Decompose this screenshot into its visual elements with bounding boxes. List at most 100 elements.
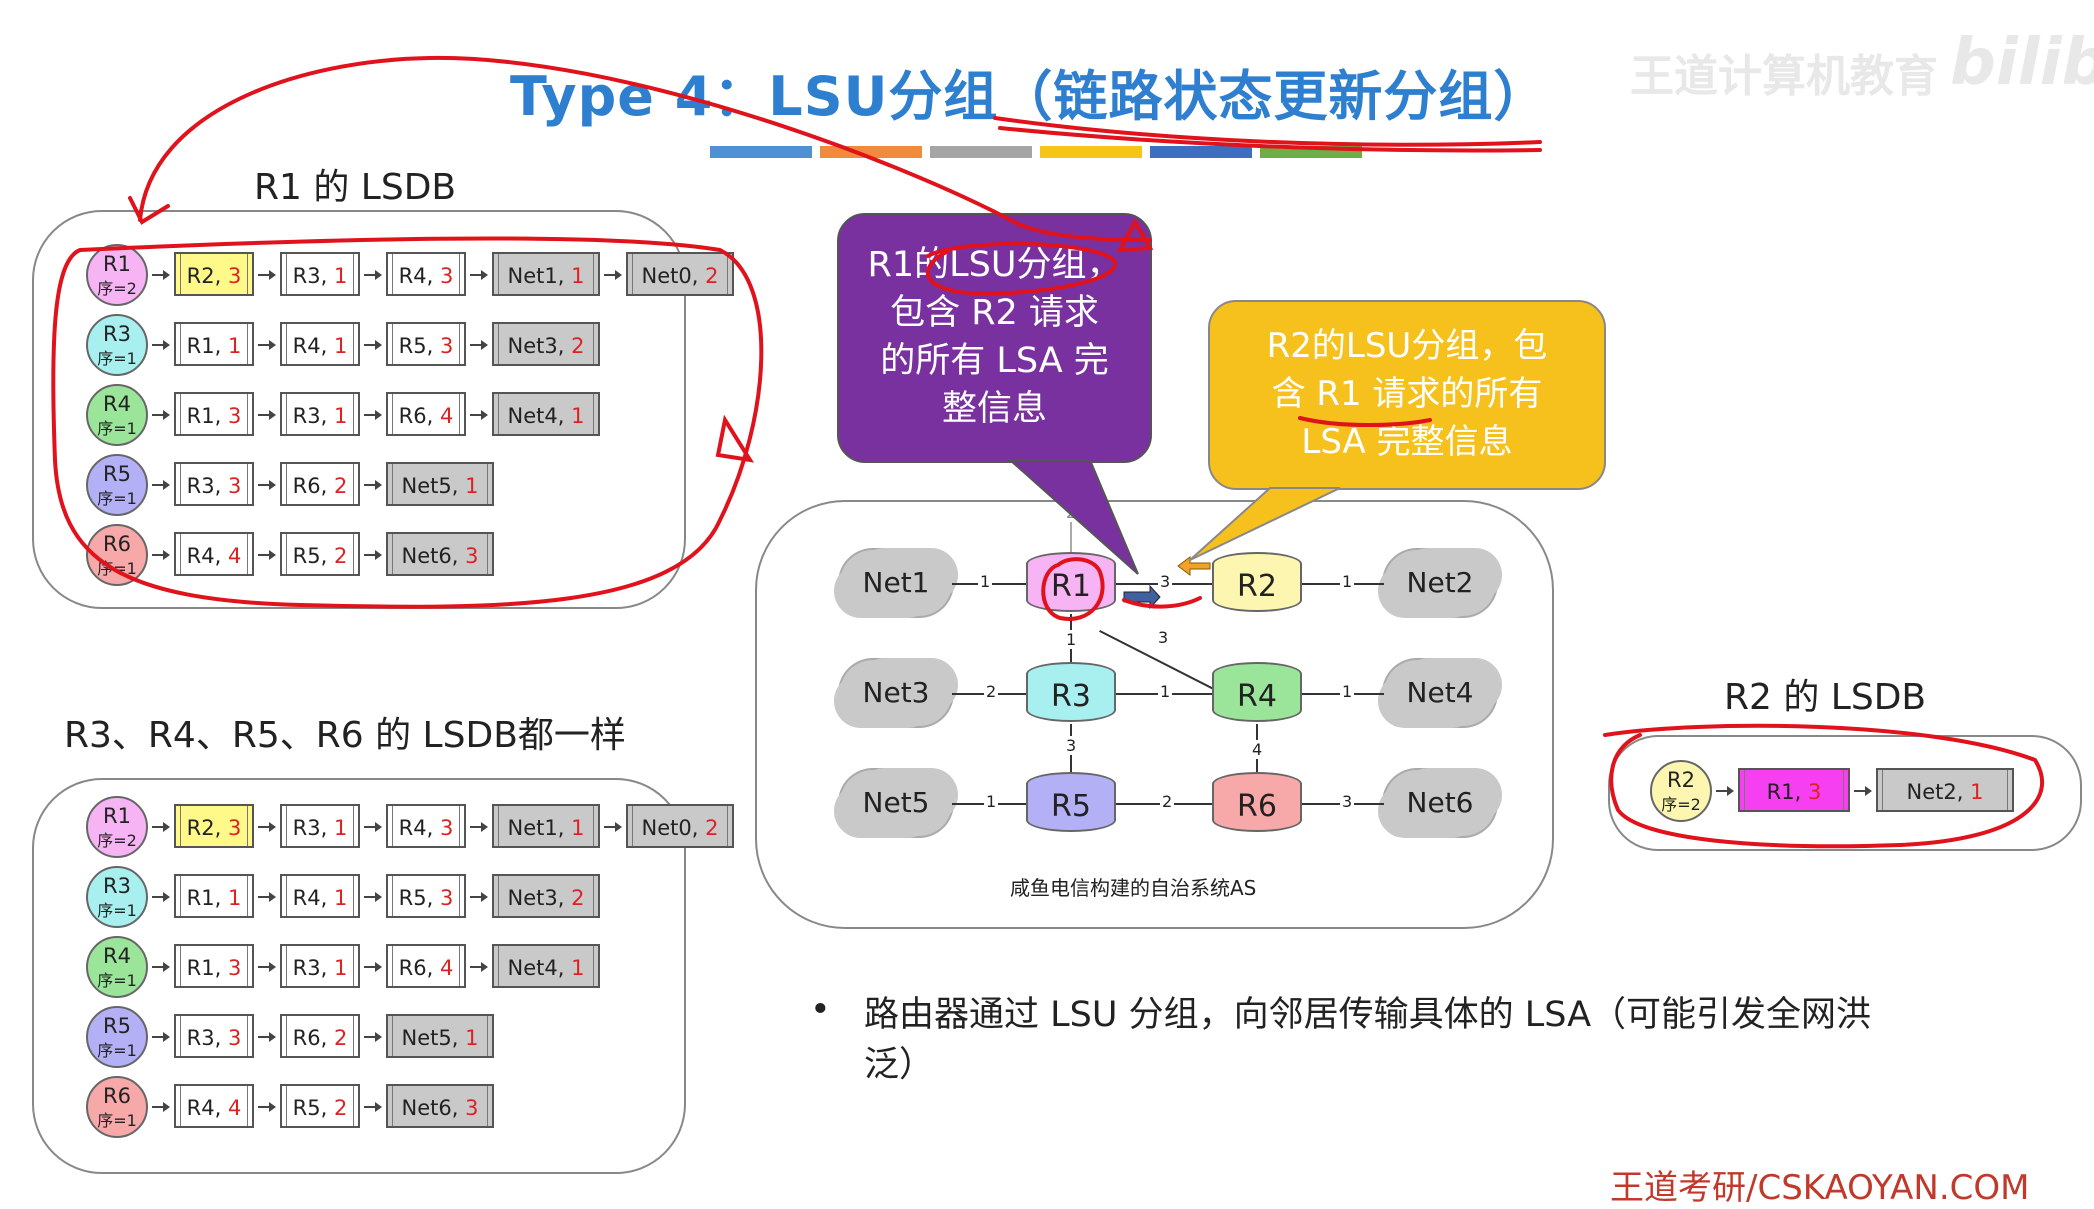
r2-lsu-callout: R2的LSU分组，包 含 R1 请求的所有 LSA 完整信息 xyxy=(1208,300,1606,490)
link-arrow-icon xyxy=(364,1032,382,1042)
lsa-neighbor: R2, xyxy=(186,816,228,840)
router-r4: R4 xyxy=(1212,662,1302,722)
cost-r5-r6: 2 xyxy=(1160,792,1175,811)
lsa-neighbor: R5, xyxy=(292,1096,334,1120)
router-r6: R6 xyxy=(1212,772,1302,832)
lsa-cost: 1 xyxy=(333,886,348,910)
lsa-entry: Net1, 1 xyxy=(492,804,600,848)
lsa-neighbor: R3, xyxy=(186,1026,228,1050)
lsa-neighbor: R3, xyxy=(292,956,334,980)
link-arrow-icon xyxy=(152,1032,170,1042)
sequence-number: 序=1 xyxy=(97,1111,137,1130)
purple-callout-pointer xyxy=(1007,459,1139,575)
cost-r4-net4: 1 xyxy=(1340,682,1355,701)
lsa-entry: R5, 2 xyxy=(280,1084,360,1128)
lsa-cost: 1 xyxy=(571,816,585,840)
cost-r1-r3: 1 xyxy=(1064,630,1079,649)
link-arrow-icon xyxy=(258,962,276,972)
router-r5: R5 xyxy=(1026,772,1116,832)
lsa-neighbor: R4, xyxy=(292,886,334,910)
lsa-neighbor: Net4, xyxy=(507,956,572,980)
link-arrow-icon xyxy=(470,892,488,902)
link-arrow-icon xyxy=(258,1102,276,1112)
lsa-neighbor: R6, xyxy=(292,1026,334,1050)
lsa-entry: R4, 3 xyxy=(386,804,466,848)
lsa-cost: 2 xyxy=(333,1096,348,1120)
lsa-entry: R6, 4 xyxy=(386,944,466,988)
sequence-number: 序=1 xyxy=(97,971,137,990)
router-name: R5 xyxy=(103,1014,131,1038)
lsa-entry: R4, 4 xyxy=(174,1084,254,1128)
net1-cloud: Net1 xyxy=(840,550,952,616)
callout-line: R2的LSU分组，包 xyxy=(1266,326,1548,366)
router-r2: R2 xyxy=(1212,552,1302,612)
link-arrow-icon xyxy=(364,1102,382,1112)
lsa-entry: Net5, 1 xyxy=(386,1014,494,1058)
lsa-entry: R3, 1 xyxy=(280,804,360,848)
lsa-entry: R1, 1 xyxy=(174,874,254,918)
link-arrow-icon xyxy=(470,962,488,972)
lsa-entry: R2, 3 xyxy=(174,804,254,848)
callout-line: 包含 R2 请求 xyxy=(890,293,1099,333)
cost-r6-net6: 3 xyxy=(1340,792,1355,811)
lsa-neighbor: Net6, xyxy=(401,1096,466,1120)
link-arrow-icon xyxy=(258,892,276,902)
net3-cloud: Net3 xyxy=(840,660,952,726)
router-name: R4 xyxy=(103,944,131,968)
bullet-dot-icon: • xyxy=(810,990,831,1030)
cost-net5-r5: 1 xyxy=(984,792,999,811)
others-lsdb-title: R3、R4、R5、R6 的 LSDB都一样 xyxy=(64,715,626,756)
cost-net3-r3: 2 xyxy=(984,682,999,701)
lsa-cost: 3 xyxy=(439,886,454,910)
callout-line: 的所有 LSA 完 xyxy=(880,341,1109,381)
lsa-cost: 4 xyxy=(439,956,454,980)
lsa-cost: 1 xyxy=(465,1026,479,1050)
link-arrow-icon xyxy=(152,892,170,902)
link-arrow-icon xyxy=(152,822,170,832)
lsa-neighbor: Net3, xyxy=(507,886,572,910)
link-arrow-icon xyxy=(152,962,170,972)
lsa-cost: 1 xyxy=(333,816,348,840)
link-r1-net0 xyxy=(1070,500,1072,552)
lsa-cost: 1 xyxy=(333,956,348,980)
cost-r4-r6: 4 xyxy=(1250,740,1265,759)
lsa-cost: 3 xyxy=(227,956,242,980)
lsa-entry: Net3, 2 xyxy=(492,874,600,918)
lsa-neighbor: R5, xyxy=(398,886,440,910)
link-arrow-icon xyxy=(152,1102,170,1112)
footer-brand: 王道考研/CSKAOYAN.COM xyxy=(1610,1168,2030,1208)
net6-cloud: Net6 xyxy=(1384,770,1496,836)
watermark-text: 王道计算机教育 xyxy=(1630,51,1938,102)
link-arrow-icon xyxy=(604,822,622,832)
lsa-cost: 2 xyxy=(705,816,719,840)
sequence-number: 序=2 xyxy=(97,831,137,850)
net4-cloud: Net4 xyxy=(1384,660,1496,726)
callout-line: LSA 完整信息 xyxy=(1301,422,1513,462)
router-name: R3 xyxy=(103,874,131,898)
sequence-number: 序=1 xyxy=(97,901,137,920)
lsa-cost: 4 xyxy=(227,1096,242,1120)
lsa-neighbor: Net1, xyxy=(507,816,572,840)
lsa-neighbor: R3, xyxy=(292,816,334,840)
lsa-entry: Net4, 1 xyxy=(492,944,600,988)
link-arrow-icon xyxy=(470,822,488,832)
net5-cloud: Net5 xyxy=(840,770,952,836)
link-arrow-icon xyxy=(364,822,382,832)
router-name: R6 xyxy=(103,1084,131,1108)
r2-lsdb-title: R2 的 LSDB xyxy=(1724,677,1927,718)
lsa-cost: 3 xyxy=(227,1026,242,1050)
lsa-entry: R4, 1 xyxy=(280,874,360,918)
router-name: R1 xyxy=(103,804,131,828)
bullet-text: 路由器通过 LSU 分组，向邻居传输具体的 LSA（可能引发全网洪泛） xyxy=(864,995,1872,1085)
lsa-cost: 2 xyxy=(333,1026,348,1050)
lsa-entry: R3, 1 xyxy=(280,944,360,988)
lsa-cost: 2 xyxy=(571,886,585,910)
lsu-left-arrow-icon xyxy=(1177,556,1211,576)
cost-r1-r4: 3 xyxy=(1156,628,1171,647)
lsa-cost: 3 xyxy=(227,816,242,840)
lsa-neighbor: R4, xyxy=(186,1096,228,1120)
